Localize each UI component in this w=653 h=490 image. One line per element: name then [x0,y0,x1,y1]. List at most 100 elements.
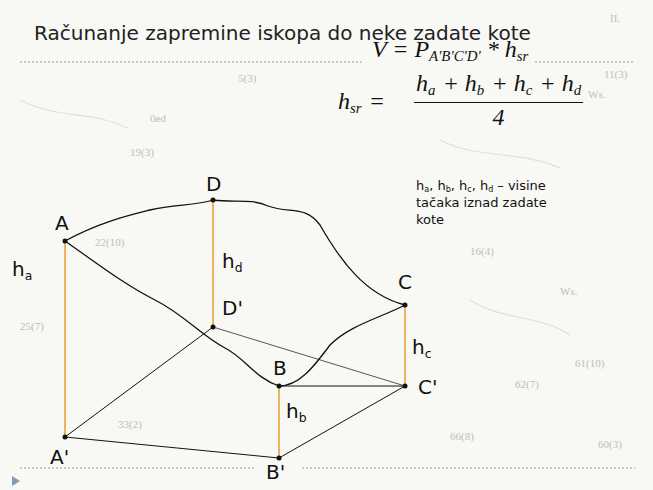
mean-height-lhs: hsr = [338,88,385,118]
label-text: 22(10) [95,236,124,248]
label-text: + h [491,70,525,96]
label-text: , h [451,178,468,193]
label-text: 19(3) [130,146,154,158]
map-watermark: 66(8) [450,430,474,443]
label-text: + h [443,70,477,96]
label-text: + h [539,70,573,96]
fraction-denominator: 4 [493,104,505,132]
label-text: 60(3) [598,438,622,450]
point-label: C' [418,376,437,399]
map-watermark: 16(4) [470,245,494,258]
subscript: b [299,410,307,425]
map-watermark: 19(3) [130,146,154,159]
point-label: A [55,212,69,235]
label-text: 61(10) [575,357,604,369]
height-label: hc [412,336,432,361]
legend-note: ha, hb, hc, hd– visine tačaka iznad zada… [416,178,576,228]
label-text: h [222,249,235,273]
label-text: Ws. [588,88,605,100]
slide-marker [12,476,20,486]
map-line [20,100,128,128]
subscript: c [526,82,533,98]
map-watermark: 33(2) [118,418,142,431]
map-line [440,140,560,168]
height-label: ha [12,258,32,283]
base-quadrilateral [65,327,405,458]
label-text: B' [266,460,285,484]
subscript: a [428,82,435,98]
subscript: a [424,185,429,194]
map-watermark: Ws. [588,88,605,101]
subscript: sr [350,100,362,116]
label-text: h [416,70,428,96]
label-text: A [55,211,69,235]
label-text: 16(4) [470,245,494,257]
subscript: d [488,185,493,194]
label-text: * h [487,36,517,62]
height-label: hb [286,400,307,425]
label-text: II. [610,12,620,24]
map-watermark: 25(7) [20,320,44,333]
map-watermark: 62(7) [515,378,539,391]
label-text: 25(7) [20,320,44,332]
label-text: 0ed [150,112,166,124]
subscript: d [574,82,581,98]
label-text: , h [429,178,446,193]
height-label: hd [222,250,243,275]
label-text: 62(7) [515,378,539,390]
map-watermark: 22(10) [95,236,124,249]
label-text: 33(2) [118,418,142,430]
subscript: b [446,185,451,194]
point-label: D [206,173,221,196]
map-watermark: II. [610,12,620,25]
point-label: C [398,271,412,294]
terrain-outline [65,200,405,386]
map-line [470,300,570,335]
label-text: h [286,399,299,423]
label-text: 66(8) [450,430,474,442]
header-rule [20,62,362,63]
label-text: , h [472,178,489,193]
map-watermark: Ws. [560,285,577,298]
subscript: A'B'C'D' [429,48,481,64]
point-dots [63,198,408,461]
subscript: c [467,185,471,194]
label-text: = [369,88,385,114]
label-text: V = P [372,36,429,62]
subscript: b [477,82,484,98]
map-watermark: 11(3) [604,68,627,81]
label-text: 4 [493,104,505,130]
height-lines [65,200,405,458]
slide-title: Računanje zapremine iskopa do neke zadat… [34,22,531,45]
map-watermark: 5(3) [238,72,256,85]
label-text: 11(3) [604,68,627,80]
label-text: h [416,178,424,193]
map-watermark: 0ed [150,112,166,125]
fraction-numerator: ha+ hb+ hc+ hd [416,70,581,100]
label-text: C' [418,375,437,399]
label-text: h [12,257,25,281]
label-text: Ws. [560,285,577,297]
subscript: c [425,346,432,361]
label-text: D [206,172,221,196]
label-text: A' [50,445,69,469]
label-text: h [412,335,425,359]
footer-rule [302,468,635,469]
point-label: B' [266,461,285,484]
subscript: a [25,268,33,283]
point-label: B [273,357,287,380]
label-text: 5(3) [238,72,256,84]
label-text: B [273,356,287,380]
map-watermark: 60(3) [598,438,622,451]
fraction-bar [414,102,583,103]
label-text: h [338,88,350,114]
subscript: d [235,260,243,275]
label-text: C [398,270,412,294]
point-label: A' [50,446,69,469]
map-watermark: 61(10) [575,357,604,370]
subscript: sr [517,48,529,64]
label-text: D' [222,296,243,320]
volume-formula: V = PA'B'C'D' * hsr [372,36,528,66]
point-label: D' [222,297,243,320]
header-rule [535,62,635,63]
